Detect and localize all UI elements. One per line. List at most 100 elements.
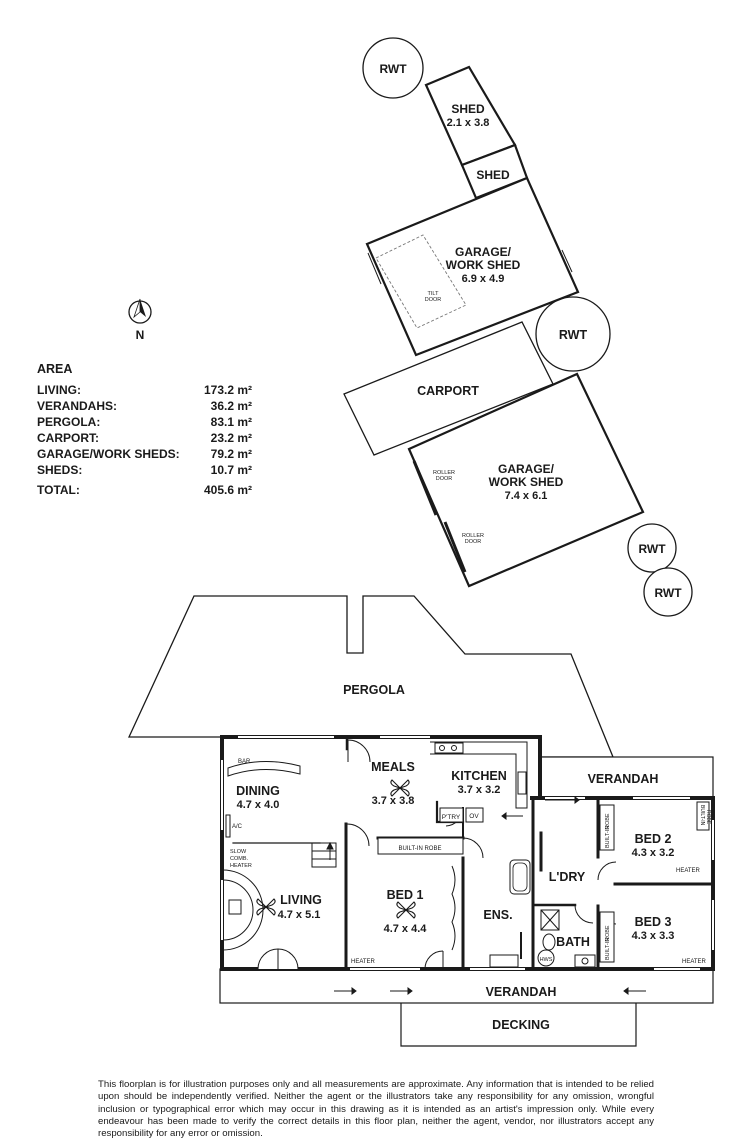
built-in-robe-bed3-label: BUILT-IN <box>605 938 611 960</box>
rainwater-tank <box>643 567 693 617</box>
roller-door <box>443 521 467 573</box>
garage-2-name-1: GARAGE/ <box>498 462 555 476</box>
door-swing <box>561 249 573 273</box>
bed1-name: BED 1 <box>387 888 424 902</box>
built-in-robe-bed2b-label-1: BUILT-IN <box>699 805 705 826</box>
area-row-value: 83.1 m² <box>210 415 252 429</box>
bed2-size: 4.3 x 3.2 <box>632 847 675 859</box>
windows <box>221 736 714 970</box>
garage-1-name-1: GARAGE/ <box>455 245 512 259</box>
roller-door-label-4: DOOR <box>465 539 482 545</box>
heater-bed2-label: HEATER <box>676 868 701 874</box>
living-size: 4.7 x 5.1 <box>278 909 321 921</box>
area-row-label: VERANDAHS: <box>37 399 118 413</box>
slow-combustion-heater <box>228 899 242 915</box>
area-total-label: TOTAL: <box>37 483 80 497</box>
area-row-value: 79.2 m² <box>210 447 252 461</box>
rainwater-tank <box>362 37 424 99</box>
area-row: CARPORT: 23.2 m² <box>37 430 252 446</box>
rwt-label: RWT <box>654 586 682 600</box>
bed3-size: 4.3 x 3.3 <box>632 930 675 942</box>
pantry <box>439 807 464 823</box>
bed1-size: 4.7 x 4.4 <box>384 923 428 935</box>
kitchen-benches <box>430 741 528 809</box>
area-row-value: 10.7 m² <box>210 463 252 477</box>
roller-door <box>412 460 438 516</box>
pantry-label: P'TRY <box>442 814 461 821</box>
hearth <box>222 879 254 941</box>
garage-2-size: 7.4 x 6.1 <box>505 490 548 502</box>
verandah-east <box>539 756 714 799</box>
area-total-row: TOTAL: 405.6 m² <box>37 482 252 498</box>
area-row-value: 36.2 m² <box>210 399 252 413</box>
stairs <box>311 841 337 868</box>
shed-1-size: 2.1 x 3.8 <box>447 117 490 129</box>
shed-2-name: SHED <box>476 168 510 182</box>
area-row: LIVING: 173.2 m² <box>37 382 252 398</box>
disclaimer-text: This floorplan is for illustration purpo… <box>98 1079 654 1140</box>
bathtub <box>509 859 531 895</box>
dining-size: 4.7 x 4.0 <box>237 799 280 811</box>
area-row-value: 173.2 m² <box>203 383 252 397</box>
area-title: AREA <box>37 362 73 376</box>
living-name: LIVING <box>280 893 322 907</box>
area-row-label: PERGOLA: <box>37 415 101 429</box>
built-in-robe-bed2b-label-2: ROBE <box>705 810 711 825</box>
ac-label: A/C <box>232 824 243 830</box>
ens-name: ENS. <box>483 908 512 922</box>
compass-north-label: N <box>136 328 145 342</box>
built-in-robe-bed3-label-2: ROBE <box>605 925 611 941</box>
area-row-label: GARAGE/WORK SHEDS: <box>37 447 180 461</box>
tilt-door-label-2: DOOR <box>425 297 442 303</box>
rainwater-tank <box>535 296 611 372</box>
rwt-label: RWT <box>559 328 588 342</box>
rwt-label: RWT <box>379 62 407 76</box>
garage-work-shed-2 <box>407 372 645 588</box>
ceiling-fan-icon <box>390 779 410 797</box>
bath-name: BATH <box>556 935 590 949</box>
door-swing <box>367 252 382 285</box>
verandah-south <box>219 968 714 1004</box>
step-arrows <box>334 987 646 995</box>
garage-1-size: 6.9 x 4.9 <box>462 273 505 285</box>
area-row-label: CARPORT: <box>37 431 99 445</box>
built-in-robe-bed1 <box>377 837 464 855</box>
tilt-door-label-1: TILT <box>428 291 440 297</box>
roller-door-label-3: ROLLER <box>462 533 484 539</box>
decking-label: DECKING <box>492 1018 550 1032</box>
ens-vanity <box>489 954 519 968</box>
bath-fixtures <box>540 909 596 968</box>
oven-label: OV <box>469 813 479 820</box>
kitchen-name: KITCHEN <box>451 769 507 783</box>
heater-label-1: SLOW <box>230 849 247 855</box>
compass: N <box>128 298 152 342</box>
pergola <box>127 595 614 758</box>
garage-2-name-2: WORK SHED <box>489 475 564 489</box>
verandah-east-label: VERANDAH <box>588 772 659 786</box>
rwt-label: RWT <box>638 542 666 556</box>
area-row-value: 23.2 m² <box>210 431 252 445</box>
sliding-door <box>501 796 580 820</box>
roller-door-label-2: DOOR <box>436 476 453 482</box>
area-schedule: AREA LIVING: 173.2 m² VERANDAHS: 36.2 m² P… <box>37 362 252 498</box>
decking <box>400 1003 637 1047</box>
area-row-label: LIVING: <box>37 383 81 397</box>
area-row: VERANDAHS: 36.2 m² <box>37 398 252 414</box>
built-in-robe-bed3 <box>599 911 615 963</box>
meals-size: 3.7 x 3.8 <box>372 795 415 807</box>
area-total-value: 405.6 m² <box>203 483 252 497</box>
area-row: GARAGE/WORK SHEDS: 79.2 m² <box>37 446 252 462</box>
bed3-name: BED 3 <box>635 915 672 929</box>
pergola-label: PERGOLA <box>343 683 405 697</box>
garage-1-name-2: WORK SHED <box>446 258 521 272</box>
heater-bed1-label: HEATER <box>351 959 376 965</box>
verandah-south-label: VERANDAH <box>486 985 557 999</box>
doors <box>346 739 617 970</box>
built-in-robe-bed2b <box>696 801 710 831</box>
oven <box>465 807 484 823</box>
hot-water-service <box>537 949 555 967</box>
built-in-robe-label: BUILT-IN ROBE <box>399 846 442 852</box>
dining-name: DINING <box>236 784 280 798</box>
door-swing <box>476 407 501 419</box>
